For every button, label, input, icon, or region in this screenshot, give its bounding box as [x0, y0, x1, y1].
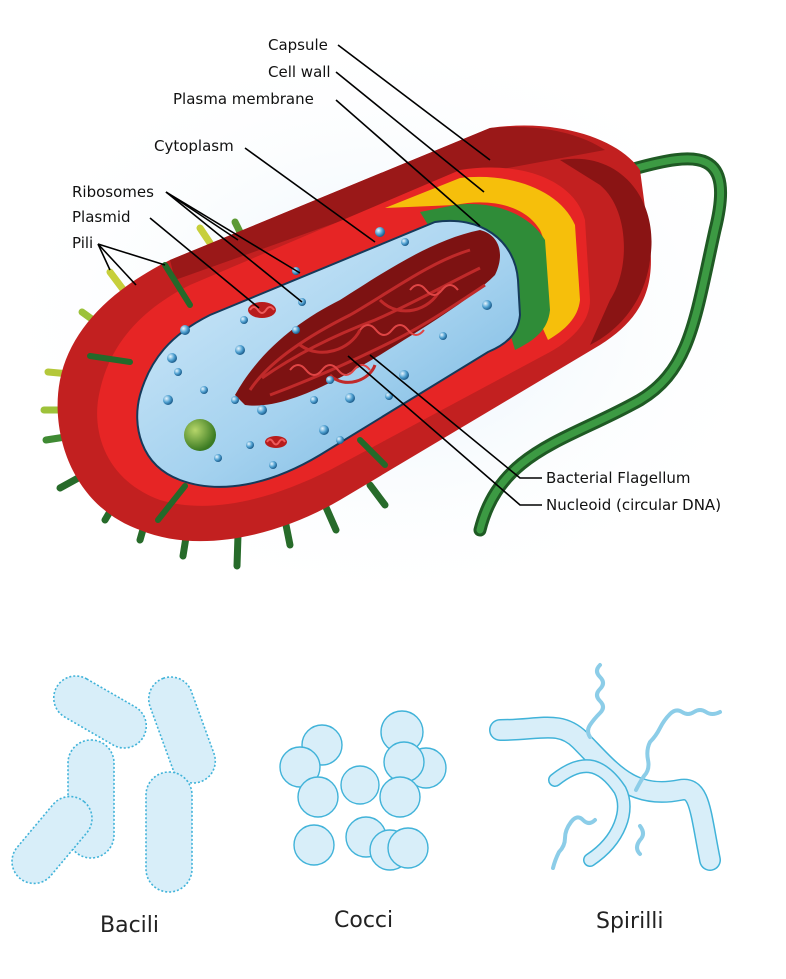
ribosomes	[163, 227, 492, 469]
label-capsule: Capsule	[268, 36, 328, 54]
label-nucleoid: Nucleoid (circular DNA)	[546, 496, 721, 514]
label-plasmid: Plasmid	[72, 208, 131, 226]
leader-lines	[97, 44, 542, 506]
label-ribosomes: Ribosomes	[72, 183, 154, 201]
cocci-group	[279, 710, 447, 871]
label-pili: Pili	[72, 234, 93, 252]
bacilli-group	[11, 675, 217, 893]
caption-spirilli: Spirilli	[596, 909, 664, 934]
bacterial-cell	[40, 125, 727, 570]
label-plasma-membrane: Plasma membrane	[173, 90, 314, 108]
label-cell-wall: Cell wall	[268, 63, 331, 81]
label-flagellum: Bacterial Flagellum	[546, 469, 691, 487]
nucleoid-shape	[235, 230, 500, 406]
caption-cocci: Cocci	[334, 908, 393, 933]
spirilli-group	[489, 663, 722, 871]
label-cytoplasm: Cytoplasm	[154, 137, 234, 155]
plasmid	[248, 302, 287, 448]
cell-labels: Capsule Cell wall Plasma membrane Cytopl…	[72, 36, 721, 514]
caption-bacilli: Bacili	[100, 913, 159, 938]
granule	[184, 419, 216, 451]
